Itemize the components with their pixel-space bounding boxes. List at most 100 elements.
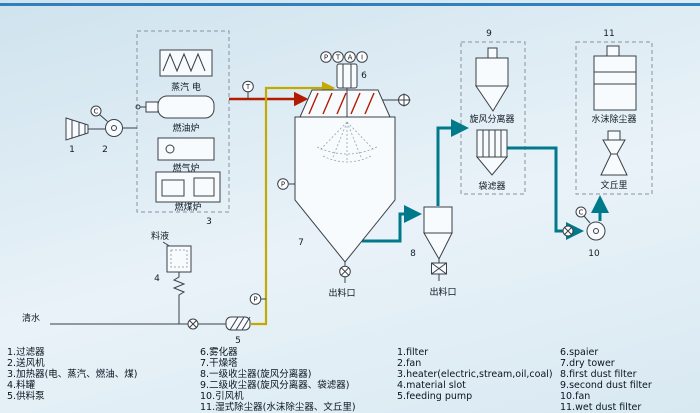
hot-air-hatch: [308, 92, 375, 115]
legend-item: 2.送风机: [7, 357, 45, 369]
exhaust-pipe-to-fan: [507, 146, 584, 240]
exhaust-fan-motor-link: [583, 215, 591, 224]
venturi-label: 文丘里: [600, 179, 627, 191]
gas-furnace: [157, 137, 215, 161]
coal-furnace: [155, 171, 221, 203]
number-7: 7: [298, 238, 304, 248]
atomizer: [336, 63, 358, 89]
legend-item: 9.二级收尘器(旋风分离器、袋滤器): [200, 379, 350, 391]
feed-pipe: [251, 81, 336, 326]
coal-furnace-label: 燃煤炉: [174, 201, 201, 213]
process-flow-diagram: C 1 2 蒸汽 电 燃油炉 燃气炉 燃煤炉 3 料液: [22, 29, 653, 345]
fan-motor-link: [99, 114, 108, 122]
tower-pressure-gauge: [277, 178, 289, 190]
fan-motor-symbol: [90, 105, 102, 117]
legend-en-col1: 1.filter 2.fan 3.heater(electric,stream,…: [397, 347, 553, 403]
venturi-lower: [600, 153, 628, 176]
heater-coil: [162, 52, 206, 73]
air-filter-mesh: [71, 120, 86, 138]
legend-item: 1.过滤器: [7, 347, 45, 358]
instrument-a-circle: [344, 51, 356, 63]
water-valve-cross: [189, 320, 197, 328]
venturi-upper: [602, 139, 626, 155]
instrument-a: A: [348, 54, 353, 62]
air-intake: C 1 2: [65, 105, 137, 155]
feed-hose-coil: [172, 272, 186, 324]
fan-motor-letter: C: [94, 108, 99, 116]
legend-item: 5.feeding pump: [397, 390, 473, 402]
instrument-t-circle: [332, 51, 344, 63]
number-11: 11: [603, 29, 614, 39]
cyclone-separator-cone: [475, 85, 509, 112]
secondary-dust-box: [460, 41, 526, 195]
oil-inlet-symbol: [135, 104, 141, 110]
gas-burner-symbol: [165, 144, 175, 154]
coal-furnace-door: [161, 179, 185, 197]
number-4: 4: [154, 274, 160, 284]
steam-electric-heater: [159, 49, 213, 77]
clean-water-label: 清水: [22, 312, 40, 324]
collector-packing: [594, 71, 636, 85]
water-mist-collector: [593, 55, 637, 111]
cyclone-collector-group: 8 出料口: [410, 206, 457, 298]
legend-item: 4.料罐: [7, 379, 36, 391]
exhaust-fan-hub: [593, 228, 599, 234]
legend-item: 5.供料泵: [7, 390, 45, 402]
legend-item: 6.雾化器: [200, 347, 238, 358]
supply-fan: [105, 119, 123, 137]
wet-dust-box: [575, 41, 653, 195]
gas-furnace-label: 燃气炉: [172, 162, 199, 174]
secondary-dust-group: 9 旋风分离器 袋滤器: [469, 29, 514, 192]
oil-furnace-label: 燃油炉: [172, 122, 199, 134]
number-8: 8: [410, 249, 416, 259]
bag-filter-cone: [475, 156, 509, 176]
supply-fan-hub: [111, 125, 117, 131]
tower-valve-cross: [340, 267, 350, 276]
vent-cross: [397, 93, 411, 107]
legend-item: 6.spaier: [560, 347, 599, 358]
temperature-letter: T: [245, 83, 251, 91]
feed-tank-level: [170, 249, 188, 268]
number-9: 9: [486, 29, 492, 39]
legend-item: 9.second dust filter: [560, 379, 652, 391]
pipe-gauges: T P: [242, 80, 266, 305]
legend-item: 11.湿式除尘器(水沫除尘器、文丘里): [200, 401, 356, 413]
number-3: 3: [206, 217, 212, 227]
heater-group-box: [136, 30, 230, 213]
legend-item: 7.dry tower: [560, 357, 615, 369]
instrument-p: P: [324, 54, 328, 62]
exhaust-fan-motor-letter: C: [579, 209, 584, 217]
legend-item: 8.一级收尘器(旋风分离器): [200, 368, 312, 380]
legend-cn-col2: 6.雾化器 7.干燥塔 8.一级收尘器(旋风分离器) 9.二级收尘器(旋风分离器…: [200, 347, 356, 413]
separator-outlet-stub: [487, 47, 498, 59]
legend-item: 10.fan: [560, 390, 591, 402]
feed-pump-hatch: [229, 316, 251, 331]
heater-group: 蒸汽 电 燃油炉 燃气炉 燃煤炉 3: [135, 49, 221, 227]
exhaust-fan-motor: [575, 206, 587, 218]
spray-arcs: [316, 146, 378, 163]
cyclone-separator-label: 旋风分离器: [469, 113, 514, 125]
legend-item: 4.material slot: [397, 379, 466, 391]
drying-tower-group: 6 P T A I P 7 出料口: [277, 51, 411, 299]
fan-valve-cross: [564, 227, 572, 235]
cyclone-cone: [423, 232, 453, 261]
legend-item: 11.wet dust filter: [560, 401, 642, 413]
venturi-stub: [607, 130, 621, 141]
steam-electric-label: 蒸汽 电: [171, 81, 201, 93]
cyclone-discharge-label: 出料口: [429, 286, 456, 298]
top-accent-bar: [0, 3, 700, 6]
legend-item: 2.fan: [397, 357, 422, 369]
instrument-i: I: [361, 54, 363, 62]
collector-outlet-stub: [606, 45, 620, 57]
number-2: 2: [102, 145, 108, 155]
legend-item: 3.heater(electric,stream,oil,coal): [397, 368, 553, 380]
tower-pressure-letter: P: [281, 181, 285, 189]
instrument-i-circle: [356, 51, 368, 63]
feed-system: 料液 4 清水 5: [22, 230, 251, 345]
tower-discharge-label: 出料口: [328, 287, 355, 299]
bag-filter-label: 袋滤器: [478, 180, 505, 192]
legend-item: 8.first dust filter: [560, 368, 637, 380]
legend-item: 1.filter: [397, 347, 429, 358]
legend-item: 3.加热器(电、蒸汽、燃油、煤): [7, 368, 138, 380]
